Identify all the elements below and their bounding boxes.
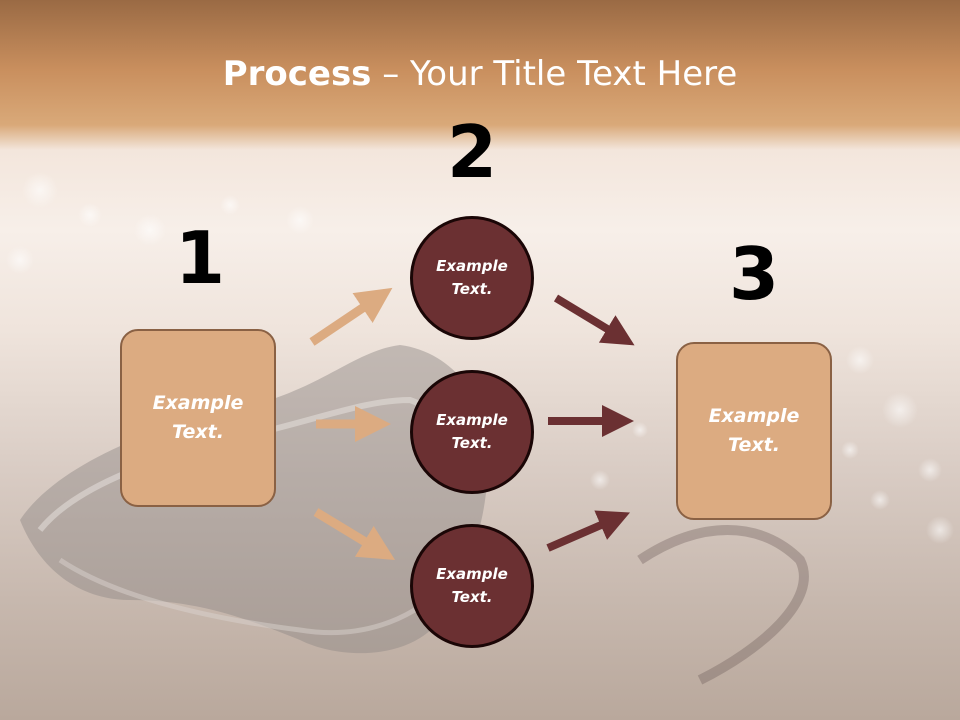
circle-1-text: Example Text.	[436, 257, 508, 298]
left-box-text: Example Text.	[152, 392, 244, 443]
arrow-box-to-circle-1	[309, 287, 393, 346]
step-number-1: 1	[174, 216, 226, 300]
circle-3-text: Example Text.	[436, 565, 508, 606]
circle-step-3: Example Text.	[410, 524, 534, 648]
right-step-box: Example Text.	[676, 342, 832, 520]
arrow-circle-1-to-box	[553, 294, 635, 346]
arrow-circle-3-to-box	[546, 510, 631, 552]
title-rest: – Your Title Text Here	[371, 54, 738, 94]
left-step-box: Example Text.	[120, 329, 276, 507]
step-number-3: 3	[728, 232, 780, 316]
circle-2-text: Example Text.	[436, 411, 508, 452]
arrow-box-to-circle-3	[313, 508, 396, 561]
circle-step-2: Example Text.	[410, 370, 534, 494]
title-bold: Process	[222, 54, 372, 94]
circle-step-1: Example Text.	[410, 216, 534, 340]
slide-title: Process – Your Title Text Here	[0, 52, 960, 96]
right-box-text: Example Text.	[708, 405, 800, 456]
step-number-2: 2	[446, 110, 498, 194]
